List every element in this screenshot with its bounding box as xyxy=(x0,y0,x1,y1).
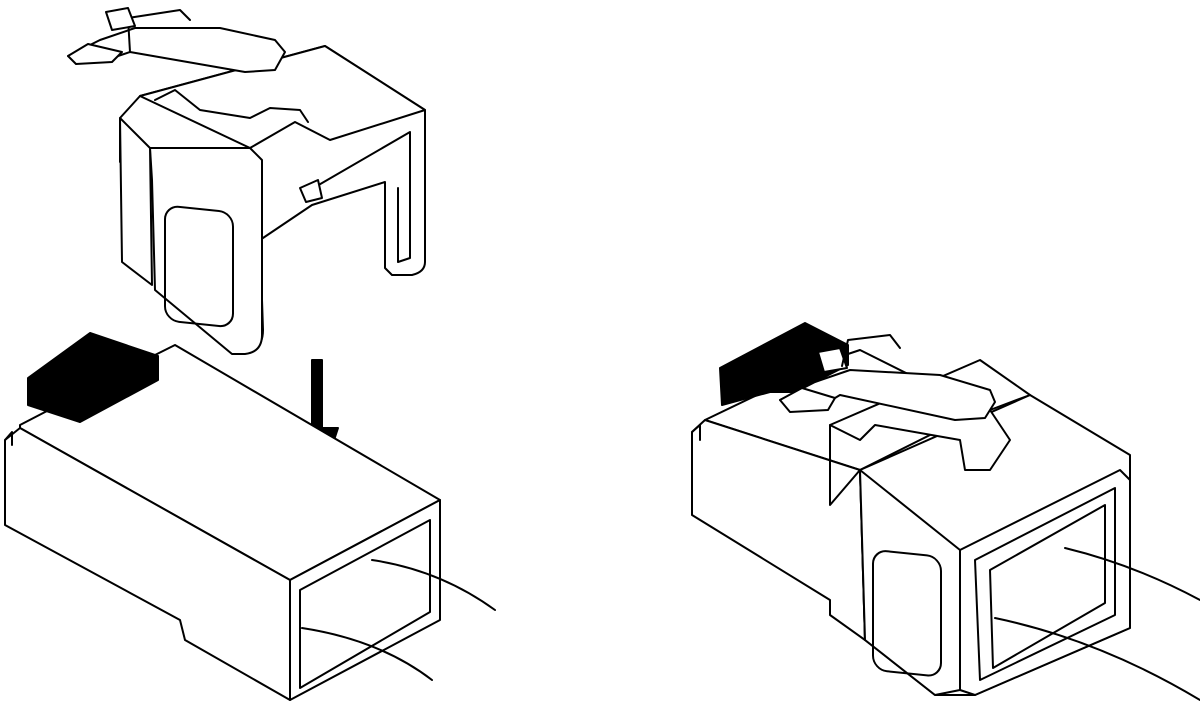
cable-left xyxy=(301,559,496,681)
cable-left-lower xyxy=(301,627,433,681)
cable-right-lower xyxy=(994,617,1200,701)
clip-top-notch xyxy=(154,89,309,123)
plug-black-tab xyxy=(27,332,159,423)
assembled-left-face xyxy=(691,419,866,641)
arrow-shaft xyxy=(311,359,323,431)
clip-front-wall xyxy=(149,147,263,355)
plug-left-face xyxy=(4,427,291,701)
clip-latch-tip xyxy=(67,43,123,65)
assembled-boot-end-inner xyxy=(974,487,1116,681)
clip-front-window xyxy=(164,205,234,328)
assembled-black-tab xyxy=(719,322,849,406)
assembled-lever-tip xyxy=(779,387,836,413)
assembled-boot-opening xyxy=(989,504,1106,669)
assembled-left-notch xyxy=(691,424,701,441)
cable-right xyxy=(994,547,1200,701)
assembled-latch-lever xyxy=(779,334,996,421)
cable-left-upper xyxy=(371,559,496,611)
plug-end-opening xyxy=(299,519,431,689)
clip-back-inner xyxy=(309,131,411,263)
panel-after xyxy=(691,322,1200,701)
clip-side-wall xyxy=(119,117,153,286)
assembled-lever-tab xyxy=(817,347,848,373)
panel-before xyxy=(4,7,496,701)
assembled-boot-side xyxy=(859,469,961,696)
plug-housing xyxy=(4,344,441,701)
clip-inner-post xyxy=(299,179,323,203)
clip-latch-tab xyxy=(105,7,136,31)
cable-right-upper xyxy=(1064,547,1200,601)
plug-left-notch xyxy=(4,431,13,446)
assembled-boot-ridge xyxy=(829,424,861,506)
plug-end-face xyxy=(289,499,441,701)
assembled-boot xyxy=(829,359,1131,696)
assembled-boot-window xyxy=(872,550,942,677)
clip-latch-groove xyxy=(127,9,191,53)
assembled-lever-groove xyxy=(841,334,901,367)
boot-clip xyxy=(67,7,426,355)
